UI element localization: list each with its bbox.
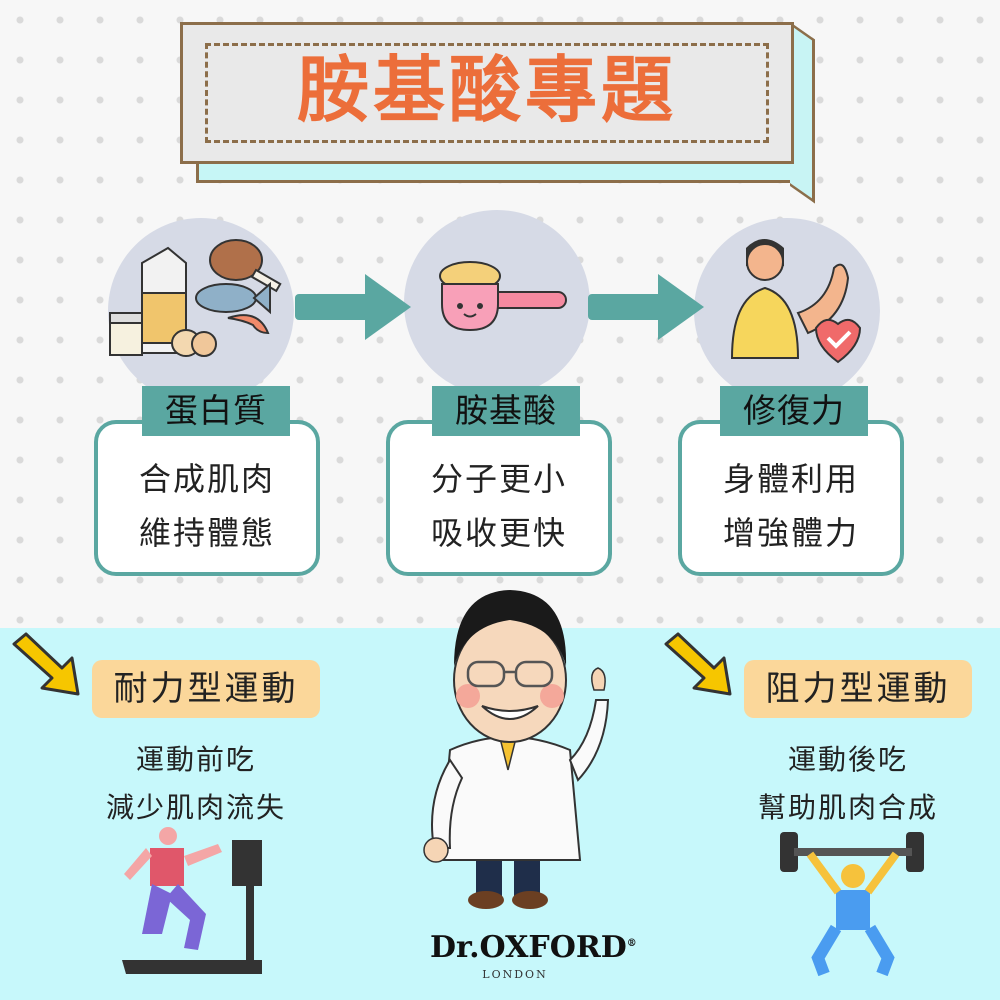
card-line: 分子更小 [430, 460, 567, 498]
scoop-powder-icon [439, 261, 567, 332]
card-line: 維持體態 [138, 514, 275, 552]
weightlifter-icon [780, 832, 924, 977]
recovery-circle [694, 218, 880, 404]
step-card-protein: 合成肌肉 維持體態 [94, 420, 320, 576]
card-line: 身體利用 [722, 460, 859, 498]
title-dashed-frame [205, 43, 769, 143]
doctor-mascot [423, 590, 610, 909]
step-card-amino-acid: 分子更小 吸收更快 [386, 420, 612, 576]
resistance-line: 運動後吃 [787, 743, 908, 776]
page-title: 胺基酸專題 [296, 48, 677, 132]
strong-man-heart-icon [730, 239, 862, 364]
brand-logo: Dr.OXFORD® [430, 930, 637, 965]
amino-acid-circle [404, 210, 590, 396]
card-line: 合成肌肉 [138, 460, 275, 498]
treadmill-runner-icon [122, 827, 262, 974]
endurance-label: 耐力型運動 [92, 660, 320, 718]
protein-circle [108, 218, 294, 404]
brand-subtitle: LONDON [482, 968, 548, 981]
arrow-right-icon [295, 274, 411, 340]
endurance-line: 運動前吃 [135, 743, 256, 776]
brand-name: Dr.OXFORD [430, 930, 627, 965]
step-card-recovery: 身體利用 增強體力 [678, 420, 904, 576]
endurance-line: 減少肌肉流失 [105, 791, 286, 824]
resistance-line: 幫助肌肉合成 [757, 791, 938, 824]
resistance-label: 阻力型運動 [744, 660, 972, 718]
arrow-right-icon [588, 274, 704, 340]
title-box: 胺基酸專題 [180, 22, 794, 164]
card-line: 吸收更快 [430, 514, 567, 552]
step-tag-recovery: 修復力 [720, 386, 868, 436]
step-tag-amino-acid: 胺基酸 [432, 386, 580, 436]
arrow-down-right-icon [12, 632, 80, 696]
protein-foods-icon [109, 239, 282, 357]
card-line: 增強體力 [722, 514, 859, 552]
arrow-down-right-icon [664, 632, 732, 696]
step-tag-protein: 蛋白質 [142, 386, 290, 436]
registered-mark: ® [626, 938, 637, 949]
